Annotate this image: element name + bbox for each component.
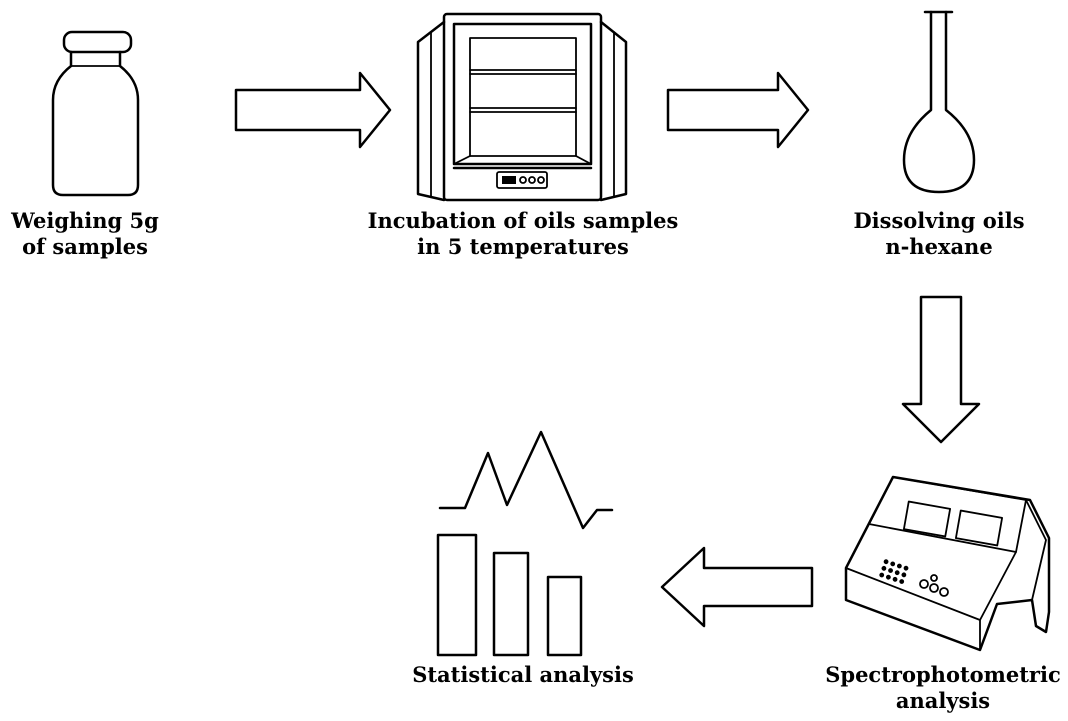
flask-icon <box>902 10 976 194</box>
incubation-label-line-2: in 5 temperatures <box>417 234 629 259</box>
arrow-right-2 <box>666 71 810 149</box>
statistics-chart-icon <box>436 430 614 657</box>
spectro-label-line-2: analysis <box>895 688 991 713</box>
arrow-down <box>901 295 981 444</box>
spectrophotometer-icon <box>844 475 1051 652</box>
bottle-icon <box>51 30 140 197</box>
dissolving-label: Dissolving oils n-hexane <box>846 208 1032 260</box>
incubation-label-line-1: Incubation of oils samples <box>367 208 679 233</box>
incubator-icon <box>416 12 628 202</box>
arrow-right-1 <box>234 71 392 149</box>
weighing-label: Weighing 5g of samples <box>2 208 168 260</box>
spectro-label-line-1: Spectrophotometric <box>825 662 1061 687</box>
stats-label: Statistical analysis <box>392 662 654 688</box>
stats-label-line-1: Statistical analysis <box>412 662 634 687</box>
dissolving-label-line-2: n-hexane <box>885 234 993 259</box>
dissolving-label-line-1: Dissolving oils <box>853 208 1025 233</box>
weighing-label-line-2: of samples <box>22 234 148 259</box>
weighing-label-line-1: Weighing 5g <box>11 208 159 233</box>
spectro-label: Spectrophotometric analysis <box>820 662 1066 714</box>
arrow-left <box>660 546 814 628</box>
incubation-label: Incubation of oils samples in 5 temperat… <box>360 208 686 260</box>
